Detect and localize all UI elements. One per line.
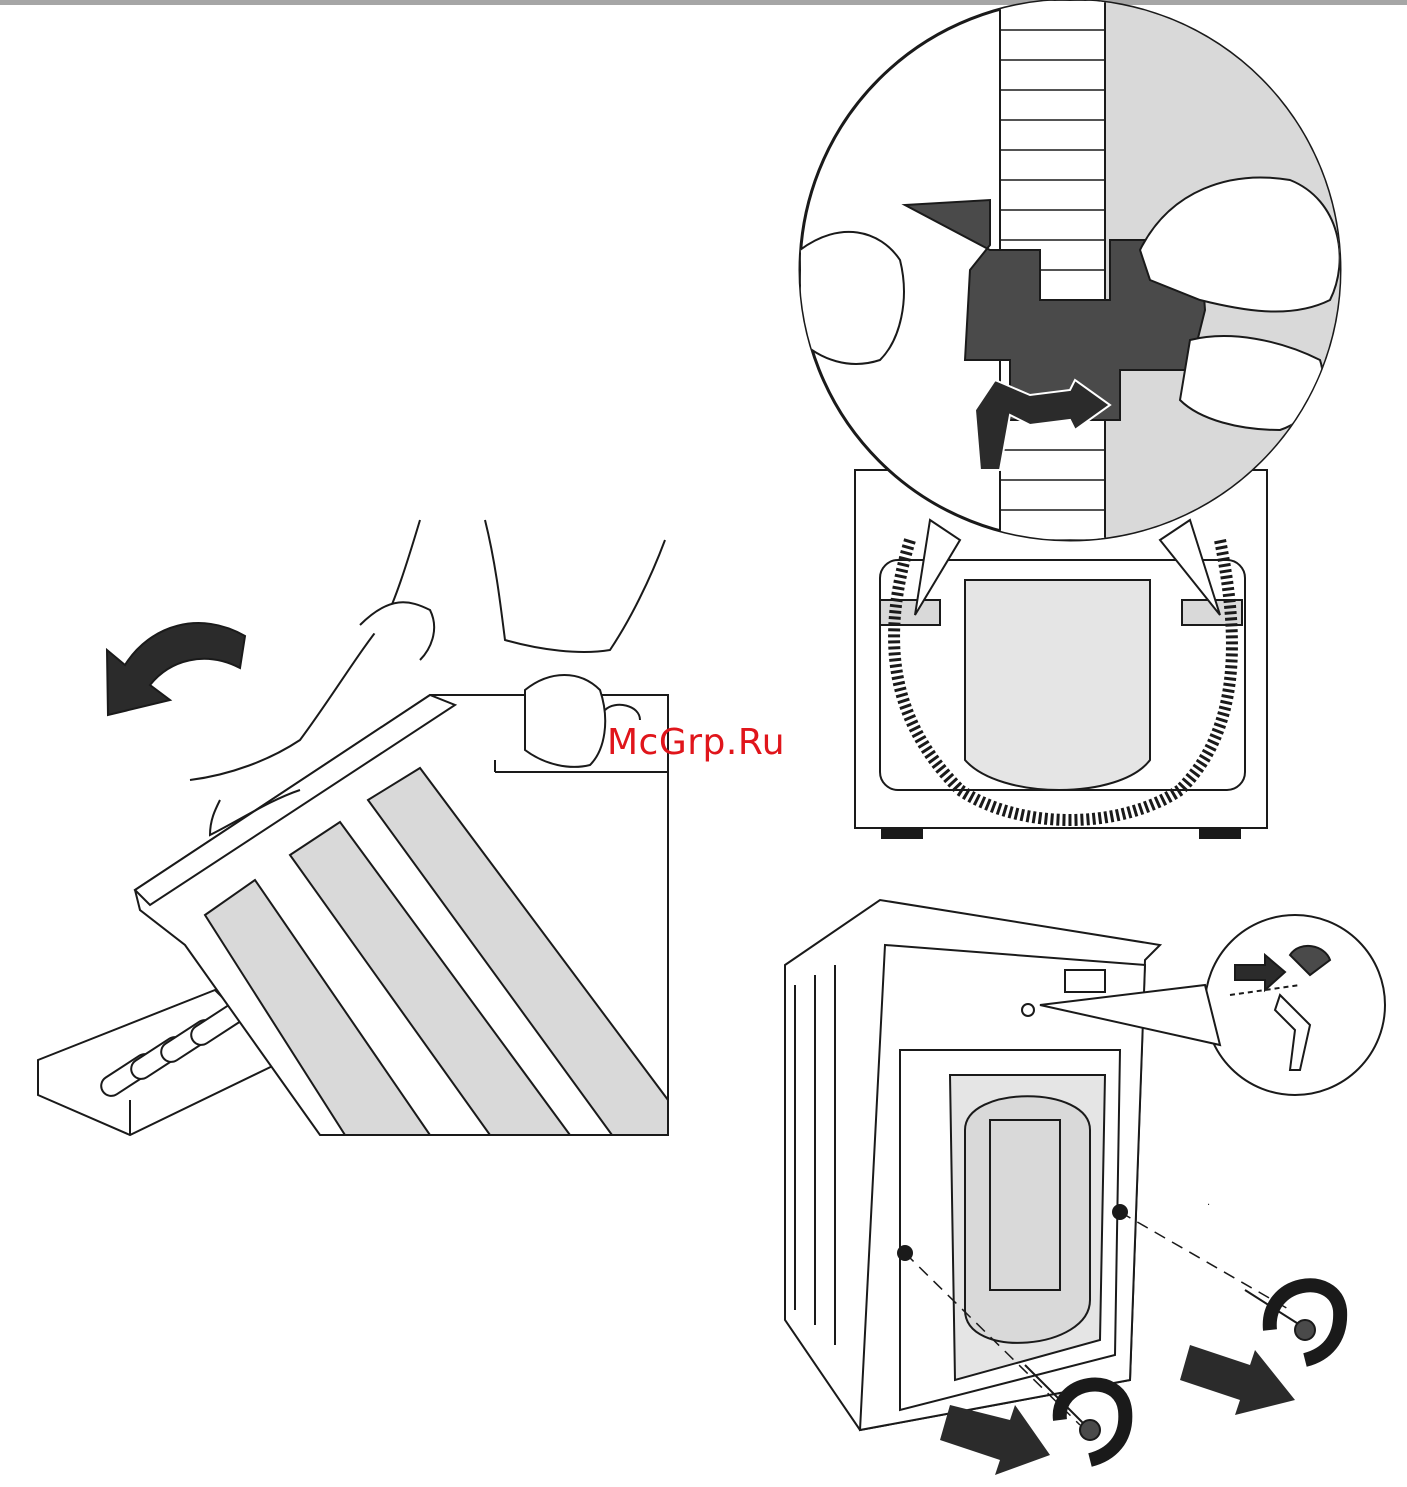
hose-clip-detail-illustration bbox=[780, 0, 1407, 850]
tilt-machine-illustration bbox=[0, 0, 700, 1200]
curved-arrow-icon bbox=[107, 623, 245, 715]
transport-bolts-figure: . bbox=[780, 890, 1407, 1487]
remove-transport-bolts-illustration: . bbox=[780, 890, 1407, 1487]
watermark: McGrp.Ru bbox=[607, 722, 785, 763]
svg-text:.: . bbox=[1207, 1197, 1210, 1208]
tilt-machine-figure bbox=[0, 0, 700, 1200]
machine-rear-view bbox=[785, 900, 1160, 1430]
hose-clip-figure bbox=[780, 0, 1407, 850]
